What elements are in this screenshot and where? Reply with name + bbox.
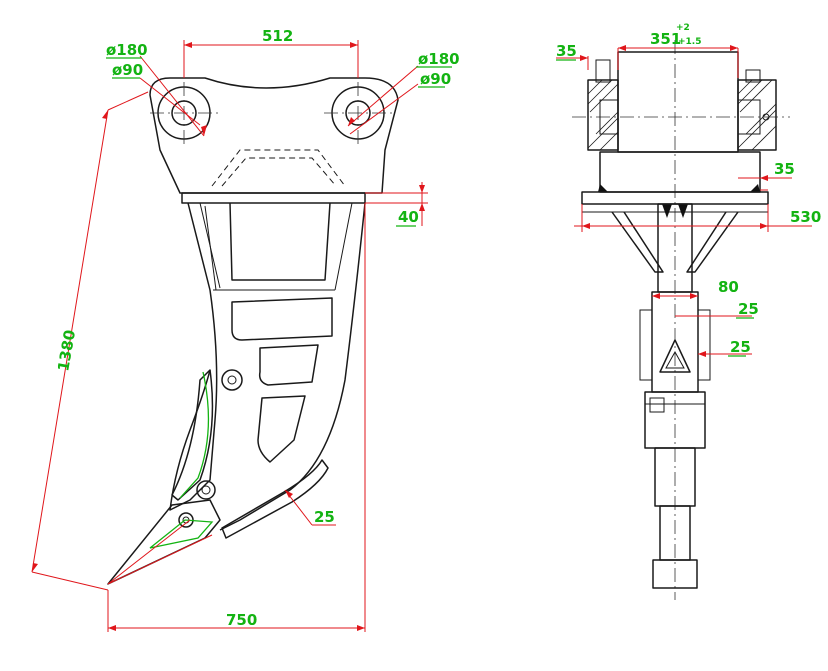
upper-web-box [229, 202, 331, 281]
bracket-hidden-pocket-inner [221, 157, 337, 187]
right-ear-hatch [737, 79, 777, 151]
ear-center-block [617, 51, 739, 153]
dim-ear-thickness: 35 [556, 42, 577, 60]
shank-triangle-slot [659, 339, 691, 373]
tooth-accent-line [149, 519, 214, 549]
ear-lower-block [599, 151, 761, 193]
dim-bottom-width: 750 [226, 611, 257, 629]
window-3 [257, 395, 306, 463]
dim-shank-width: 80 [718, 278, 739, 296]
right-brace [686, 211, 739, 273]
dim-ear-gap: 351 [650, 30, 681, 48]
dim-plate-thickness-front: 35 [774, 160, 795, 178]
bracket-hidden-pocket [211, 149, 346, 187]
dim-shank-plate-2: 25 [730, 338, 751, 356]
front-view: 35 351 +2 +1.5 35 530 80 25 25 [556, 23, 821, 600]
lower-guard-plate [221, 459, 329, 539]
curved-wear-plate [171, 369, 214, 501]
window-1 [231, 297, 333, 341]
dim-plate-width: 530 [790, 208, 821, 226]
left-brace [611, 211, 664, 273]
left-ear-hatch [587, 79, 619, 151]
top-plate [181, 192, 366, 204]
green-accent-curve [179, 371, 210, 499]
tooth-front-end [652, 559, 698, 589]
dim-hole-inner-left: ø90 [112, 61, 143, 79]
dim-width-top: 512 [262, 27, 293, 45]
tip-upper-pin [221, 369, 243, 391]
window-2 [258, 344, 319, 386]
left-ear-outer [587, 79, 619, 151]
dim-hole-outer-left: ø180 [106, 41, 148, 59]
dim-plate-thickness-side: 40 [398, 208, 419, 226]
dim-tip-offset: 25 [314, 508, 335, 526]
right-ear-outer [737, 79, 777, 151]
dim-shank-plate-1: 25 [738, 300, 759, 318]
dim-hole-inner-right: ø90 [420, 70, 451, 88]
dim-ear-gap-tol-lower: +1.5 [678, 37, 701, 47]
tip-mid-pin [196, 480, 216, 500]
dim-ear-gap-tol-upper: +2 [676, 23, 690, 33]
mounting-bracket-outline [149, 77, 399, 194]
side-view: 512 ø180 ø90 ø180 ø90 1380 40 [31, 27, 460, 632]
shank-body-outline [169, 202, 366, 531]
dim-diagonal-length: 1380 [54, 328, 79, 372]
dim-hole-outer-right: ø180 [418, 50, 460, 68]
